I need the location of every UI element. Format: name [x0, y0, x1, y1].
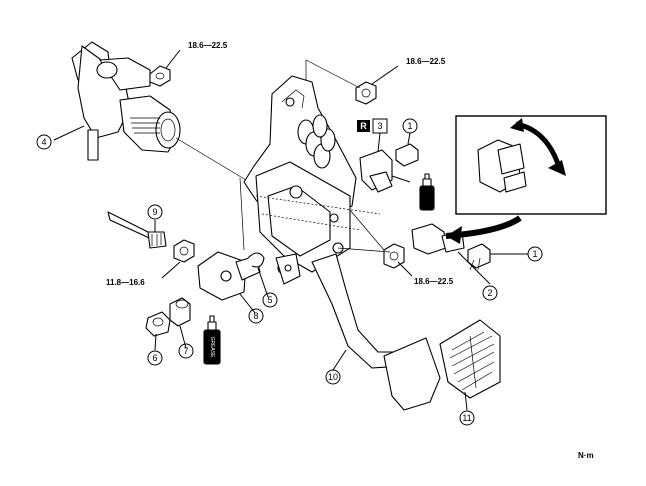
- torque-top-right: 18.6—22.5: [406, 57, 446, 66]
- torque-left: 11.8—16.6: [106, 278, 145, 287]
- clutch-switch: [359, 149, 411, 193]
- callout-1-right: 1: [527, 246, 543, 262]
- connector-right: [467, 243, 528, 271]
- callout-4: 4: [36, 134, 52, 150]
- torque-mid-right: 18.6—22.5: [414, 277, 454, 286]
- callout-1-right-label: 1: [532, 249, 537, 259]
- inset-detail: [445, 115, 607, 244]
- callout-6: 6: [147, 350, 163, 366]
- callout-7-label: 7: [183, 346, 188, 356]
- clip: [247, 252, 269, 298]
- callout-5: 5: [262, 292, 278, 308]
- grease-label: GREASE: [209, 337, 215, 359]
- clevis: [197, 251, 261, 314]
- callout-9-label: 9: [152, 207, 157, 217]
- callout-6-label: 6: [152, 353, 157, 363]
- alignment-lines: [175, 59, 391, 253]
- callout-4-label: 4: [41, 137, 46, 147]
- callout-7: 7: [178, 343, 194, 359]
- nut-mid-right: [383, 243, 413, 277]
- callout-2-label: 2: [487, 288, 492, 298]
- callout-2: 2: [482, 285, 498, 301]
- torque-top-left: 18.6—22.5: [188, 41, 228, 50]
- callout-3-label: 3: [377, 121, 382, 131]
- callout-5-label: 5: [267, 295, 272, 305]
- grease-tube-right: [419, 173, 435, 211]
- callout-1-top: 1: [402, 118, 418, 134]
- pushrod-nut: [161, 239, 195, 279]
- callout-3: R 3: [357, 118, 388, 153]
- connector-top: [395, 132, 419, 167]
- pedal-bracket: [243, 75, 357, 285]
- callout-8: 8: [248, 308, 264, 324]
- replace-badge: R: [360, 121, 367, 131]
- callout-9: 9: [147, 204, 163, 220]
- clevis-pin: [145, 311, 171, 351]
- pushrod: [107, 211, 167, 249]
- callout-10-label: 10: [328, 372, 338, 382]
- master-cylinder: [53, 41, 181, 161]
- clutch-pedal-arm: [311, 253, 441, 411]
- nut-top-left: [149, 49, 181, 87]
- bushing: [169, 297, 191, 349]
- return-spring: [297, 114, 336, 169]
- grease-tube-lower: GREASE: [203, 315, 221, 365]
- units-label: N·m: [578, 451, 594, 460]
- callout-11-label: 11: [462, 413, 471, 423]
- callout-1-top-label: 1: [407, 121, 412, 131]
- callout-11: 11: [459, 410, 475, 426]
- callout-8-label: 8: [253, 311, 258, 321]
- nut-top-right: [355, 65, 399, 105]
- callout-10: 10: [325, 369, 341, 385]
- pedal-pad: [439, 319, 501, 411]
